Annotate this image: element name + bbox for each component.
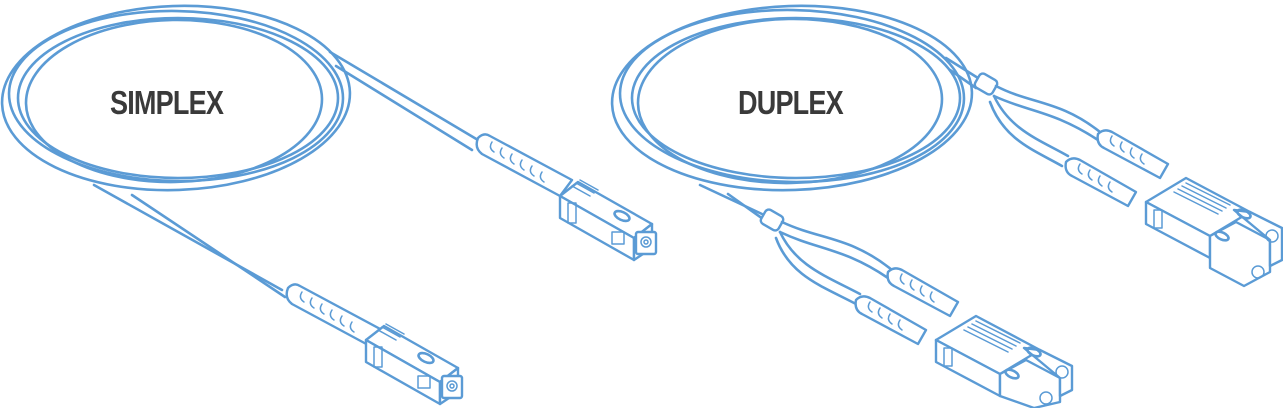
simplex-connector-lower [285, 283, 464, 406]
duplex-connector-lower [854, 267, 1074, 408]
duplex-cable-coil [610, 4, 974, 192]
simplex-cable-leg-lower [92, 183, 287, 299]
duplex-connector-upper [1064, 129, 1283, 288]
simplex-label: SIMPLEX [110, 84, 224, 121]
duplex-label: DUPLEX [738, 84, 844, 121]
simplex-cable-coil [0, 4, 352, 192]
duplex-cable-leg-lower [698, 183, 894, 306]
simplex-connector-upper [475, 133, 658, 262]
simplex-cable-leg-upper [328, 50, 480, 152]
duplex-cable-leg-upper [944, 56, 1102, 168]
